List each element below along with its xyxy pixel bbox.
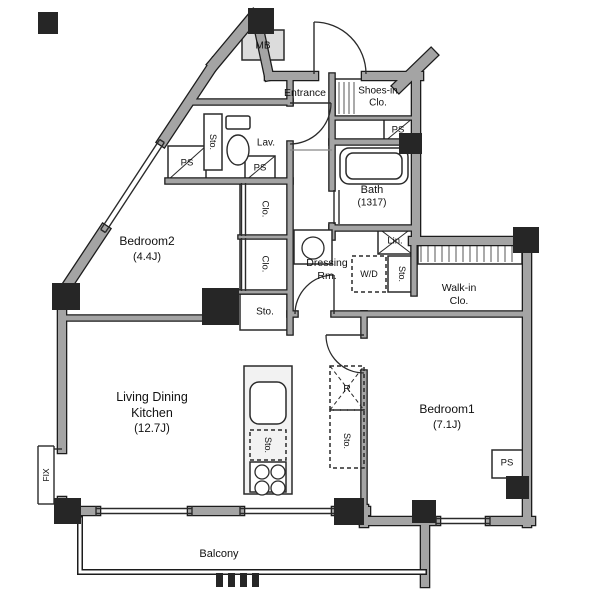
label-ps-entrance: PS — [392, 125, 405, 136]
label-bedroom1-size: (7.1J) — [433, 419, 461, 431]
label-mb: MB — [256, 41, 271, 52]
label-bath-name: Bath — [361, 184, 384, 196]
label-bedroom1-name: Bedroom1 — [419, 402, 475, 416]
label-linen: Lin. — [387, 236, 402, 247]
label-ps-lavatory: PS — [181, 158, 194, 169]
label-sto-hall: Sto. — [256, 307, 274, 318]
label-entrance: Entrance — [284, 87, 326, 99]
label-bath-size: (1317) — [358, 198, 387, 209]
label-shoes-clo-line2: Clo. — [369, 98, 387, 109]
label-bedroom2-name: Bedroom2 — [119, 234, 175, 248]
label-refrigerator: R — [343, 383, 351, 395]
label-closet-lower: Clo. — [260, 256, 271, 273]
label-washer-dryer: W/D — [360, 269, 378, 279]
plan-geometry — [37, 7, 539, 589]
label-sto-washer: Sto. — [397, 266, 407, 282]
label-closet-upper: Clo. — [260, 201, 271, 218]
label-sto-lavatory: Sto. — [208, 134, 218, 150]
label-dressing-line1: Dressing — [306, 257, 348, 269]
label-ps-closet: PS — [254, 163, 267, 174]
label-ldk-size: (12.7J) — [134, 423, 170, 435]
label-balcony: Balcony — [199, 548, 239, 560]
label-ps-bedroom1: PS — [501, 458, 514, 469]
label-fix-window: FIX — [41, 468, 51, 482]
label-ldk-line2: Kitchen — [131, 406, 173, 420]
label-dressing-line2: Rm. — [317, 270, 336, 282]
label-shoes-clo-line1: Shoes-in — [358, 86, 397, 97]
label-lavatory: Lav. — [257, 138, 275, 149]
label-ldk-line1: Living Dining — [116, 390, 188, 404]
plan-labels: MB Entrance Shoes-in Clo. PS Sto. Lav. P… — [41, 41, 513, 561]
label-sto-column: Sto. — [342, 433, 352, 449]
label-walkin-line1: Walk-in — [442, 282, 477, 294]
label-bedroom2-size: (4.4J) — [133, 251, 161, 263]
label-sto-kitchen: Sto. — [263, 437, 273, 453]
label-walkin-line2: Clo. — [450, 295, 469, 307]
